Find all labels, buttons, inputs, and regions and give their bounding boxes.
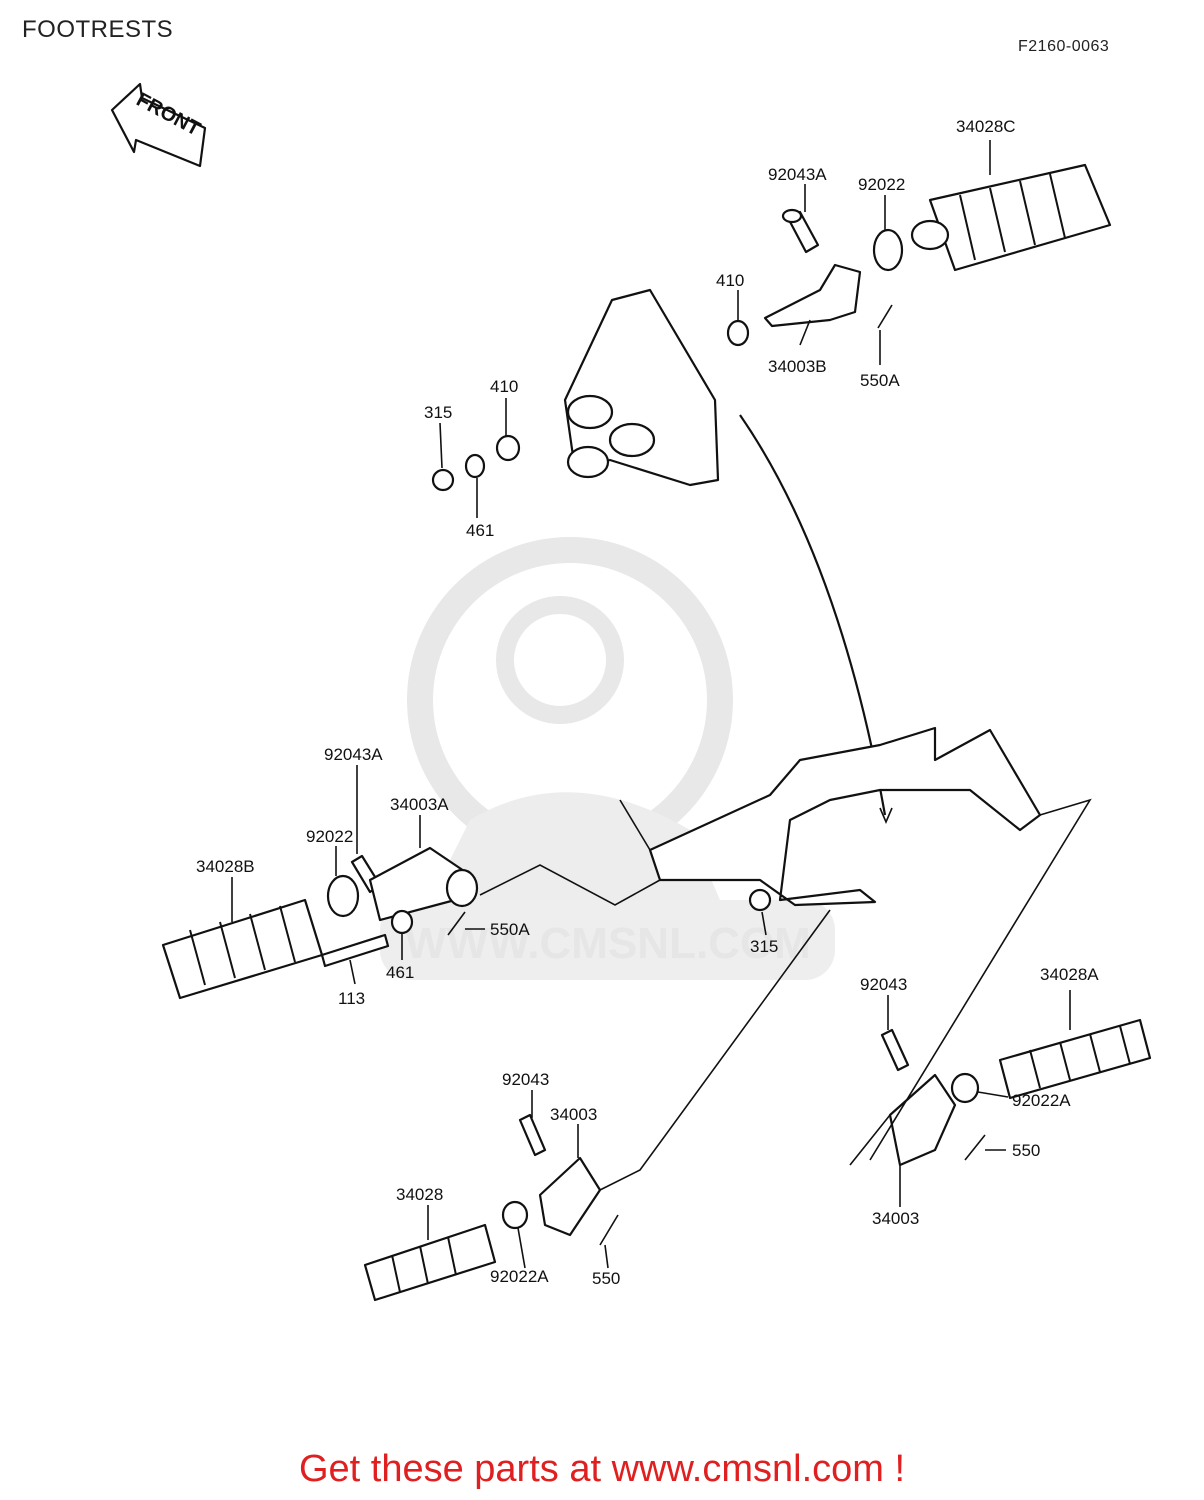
diagram-code: F2160-0063 (1018, 38, 1110, 55)
part-label: 315 (750, 937, 778, 956)
bracket-34003B (763, 263, 862, 328)
part-label: 315 (424, 403, 452, 422)
part-label: 550A (860, 371, 900, 390)
nut-315-mid (748, 888, 772, 912)
part-label: 92022 (306, 827, 353, 846)
washer-92022A-right (950, 1072, 980, 1104)
watermark: WWW.CMSNL.COM (380, 537, 835, 980)
page-title: FOOTRESTS (22, 16, 174, 43)
part-label: 92043A (324, 745, 383, 764)
part-labels: 34028C 92043A 92022 410 34003B 550A 315 … (196, 117, 1099, 1288)
part-label: 550A (490, 920, 530, 939)
part-label: 550 (1012, 1141, 1040, 1160)
part-label: 92022 (858, 175, 905, 194)
bracket-34003-right (888, 1073, 957, 1167)
bolt-113 (320, 933, 390, 968)
bracket-34003-bottom (538, 1156, 602, 1237)
part-label: 34028 (396, 1185, 443, 1204)
part-label: 461 (386, 963, 414, 982)
leader-lines (231, 140, 1071, 1269)
part-label: 34003 (550, 1105, 597, 1124)
frame-section (619, 726, 1042, 907)
part-label: 410 (716, 271, 744, 290)
get-parts-link[interactable]: Get these parts at www.cmsnl.com ! (298, 1448, 906, 1490)
part-label: 92022A (1012, 1091, 1071, 1110)
part-label: 34003 (872, 1209, 919, 1228)
part-label: 113 (338, 989, 365, 1008)
pin-92043-bottom (518, 1113, 547, 1157)
assembly-arrow-head (879, 807, 893, 825)
part-label: 461 (466, 521, 494, 540)
washer-461-left (390, 909, 414, 935)
front-direction-arrow: FRONT (110, 82, 207, 168)
washer-410-top (726, 319, 750, 347)
part-label: 92043 (502, 1070, 549, 1089)
cotter-pin-550A-top (877, 304, 893, 329)
part-label: 34028C (956, 117, 1016, 136)
washer-461-top (464, 453, 486, 479)
nut-315-top (431, 468, 455, 492)
part-label: 34003A (390, 795, 449, 814)
washer-92022-top (872, 228, 904, 272)
footpeg-34028A (998, 1018, 1152, 1100)
part-label: 550 (592, 1269, 620, 1288)
mounting-plate (563, 288, 720, 487)
part-label: 92043A (768, 165, 827, 184)
washer-410-mid (495, 434, 521, 462)
washer-92022A-bottom (501, 1200, 529, 1230)
pin-92043-right (880, 1028, 910, 1072)
footpeg-34028 (363, 1223, 497, 1302)
watermark-text: WWW.CMSNL.COM (405, 919, 811, 968)
part-label: 410 (490, 377, 518, 396)
washer-92022-left (326, 874, 360, 918)
footpeg-34028B (161, 898, 324, 1000)
footpeg-34028C (910, 163, 1112, 272)
part-label: 92022A (490, 1267, 549, 1286)
cotter-pin-550-bottom (599, 1214, 619, 1246)
part-label: 34003B (768, 357, 827, 376)
part-label: 92043 (860, 975, 907, 994)
part-label: 34028A (1040, 965, 1099, 984)
cotter-pin-550A-left (447, 911, 466, 936)
part-label: 34028B (196, 857, 255, 876)
cotter-pin-550-right (964, 1134, 986, 1161)
pin-92043A-top (781, 208, 820, 254)
